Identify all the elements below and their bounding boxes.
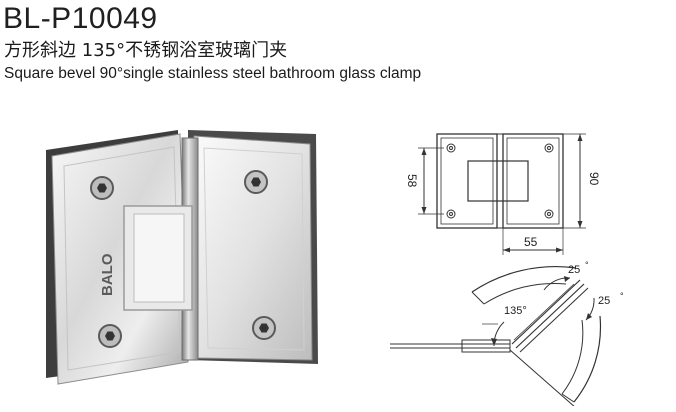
product-photo: BALO [46,130,318,385]
screw-bottom-right-icon [252,316,276,340]
angle-upper-degree: ° [585,260,589,270]
dimension-outer-height: 90 [587,172,601,186]
hinge-leaf-left [51,133,189,385]
product-title-chinese: 方形斜边 135°不锈钢浴室玻璃门夹 [4,40,288,61]
swing-arc-outer [471,265,577,293]
angle-main-label: 135° [504,305,527,317]
screw-top-left-icon [90,176,114,200]
angle-upper-label: 25 [568,264,580,276]
dimension-inner-height: 58 [405,174,419,188]
screw-bottom-left-icon [98,324,122,348]
screw-top-right-icon [244,170,268,194]
swing-arc-right [573,315,602,403]
angle-diagram: 135° 25 ° 25 ° [390,260,624,406]
angle-side-degree: ° [620,291,624,301]
dimension-drawing: 58 90 55 [405,133,601,255]
dimension-plate-width: 55 [524,235,538,249]
product-title-english: Square bevel 90°single stainless steel b… [4,65,422,82]
drawing-plate-right [502,133,564,229]
angle-side-label: 25 [598,295,610,307]
brand-mark: BALO [99,253,116,296]
product-model-code: BL-P10049 [3,2,158,35]
drawing-plate-left [436,133,498,229]
